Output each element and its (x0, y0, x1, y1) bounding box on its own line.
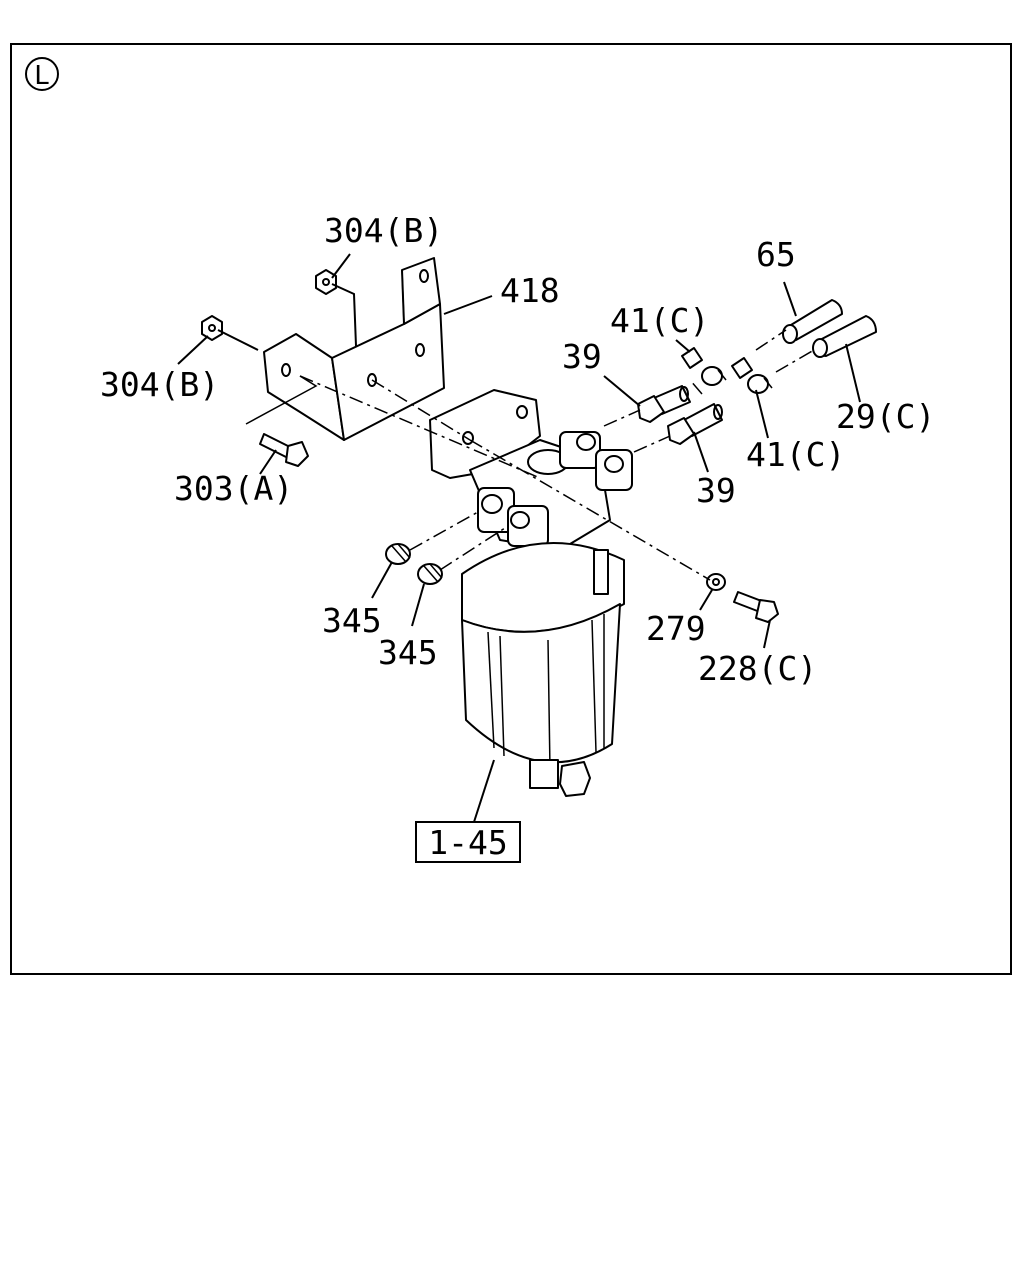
hose-bottom-icon (812, 315, 877, 358)
label-hose-top: 65 (756, 235, 796, 274)
fitting-bottom-icon (731, 357, 773, 394)
label-washer: 279 (646, 609, 706, 648)
label-fitting-top: 41(C) (610, 301, 709, 340)
label-assembly: 1-45 (428, 823, 507, 862)
leader-lines (177, 253, 861, 823)
label-plug-right: 345 (378, 633, 438, 672)
label-plug-left: 345 (322, 601, 382, 640)
bracket-418 (263, 257, 445, 441)
label-connector-bottom: 39 (696, 471, 736, 510)
label-hose-bottom: 29(C) (836, 397, 935, 436)
washer-icon (706, 573, 726, 591)
label-connector-top: 39 (562, 337, 602, 376)
connector-top-icon (637, 385, 691, 423)
label-bolt-left: 303(A) (174, 469, 293, 508)
label-nut-left: 304(B) (100, 365, 219, 404)
plug-right-icon (417, 563, 443, 585)
label-bolt-right: 228(C) (698, 649, 817, 688)
bolt-left-icon (259, 433, 309, 467)
fitting-top-icon (681, 347, 727, 386)
alignment-lines (299, 329, 815, 581)
nut-top-icon (315, 269, 337, 295)
filter-head (429, 389, 633, 551)
plug-left-icon (385, 543, 411, 565)
section-marker-letter: L (34, 61, 50, 91)
diagram-frame (10, 43, 1012, 975)
nut-left-icon (201, 315, 223, 341)
label-nut-top: 304(B) (324, 211, 443, 250)
label-fitting-bottom: 41(C) (746, 435, 845, 474)
assembly-label-box: 1-45 (415, 821, 521, 863)
filter-bowl (461, 541, 625, 797)
bolt-right-icon (733, 591, 779, 623)
hose-top-icon (782, 299, 843, 344)
label-bracket: 418 (500, 271, 560, 310)
connector-bottom-icon (667, 403, 723, 445)
section-marker: L (25, 57, 59, 91)
